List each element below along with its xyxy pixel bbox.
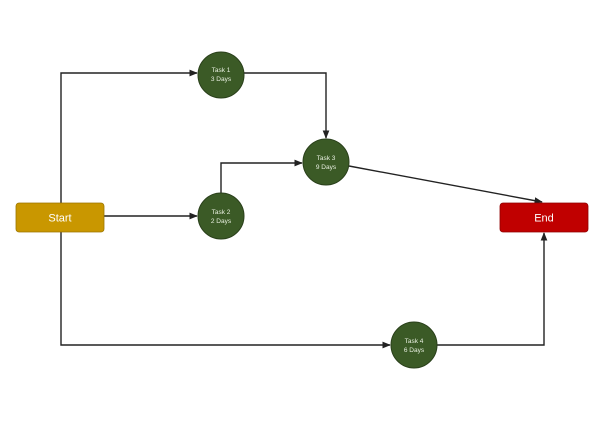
task-name: Task 2	[212, 209, 231, 216]
task-node-1[interactable]: Task 1 3 Days	[197, 51, 245, 99]
edge-start-task1	[60, 69, 198, 203]
task-duration: 2 Days	[211, 218, 232, 225]
end-label: End	[534, 213, 554, 225]
task-node-3[interactable]: Task 3 9 Days	[302, 138, 350, 186]
edge-start-task4	[60, 232, 391, 349]
task-duration: 6 Days	[404, 347, 425, 354]
end-node[interactable]: End	[499, 202, 589, 233]
task-duration: 3 Days	[211, 76, 232, 83]
edge-task2-task3	[220, 159, 303, 193]
edge-task3-end	[348, 165, 543, 204]
start-label: Start	[48, 213, 71, 225]
edge-task4-end	[437, 232, 548, 346]
task-node-2[interactable]: Task 2 2 Days	[197, 192, 245, 240]
task-name: Task 4	[405, 338, 424, 345]
task-name: Task 1	[212, 67, 231, 74]
task-duration: 9 Days	[316, 164, 337, 171]
edge-task1-task3	[244, 72, 330, 139]
task-name: Task 3	[317, 155, 336, 162]
start-node[interactable]: Start	[15, 202, 105, 233]
task-node-4[interactable]: Task 4 6 Days	[390, 321, 438, 369]
